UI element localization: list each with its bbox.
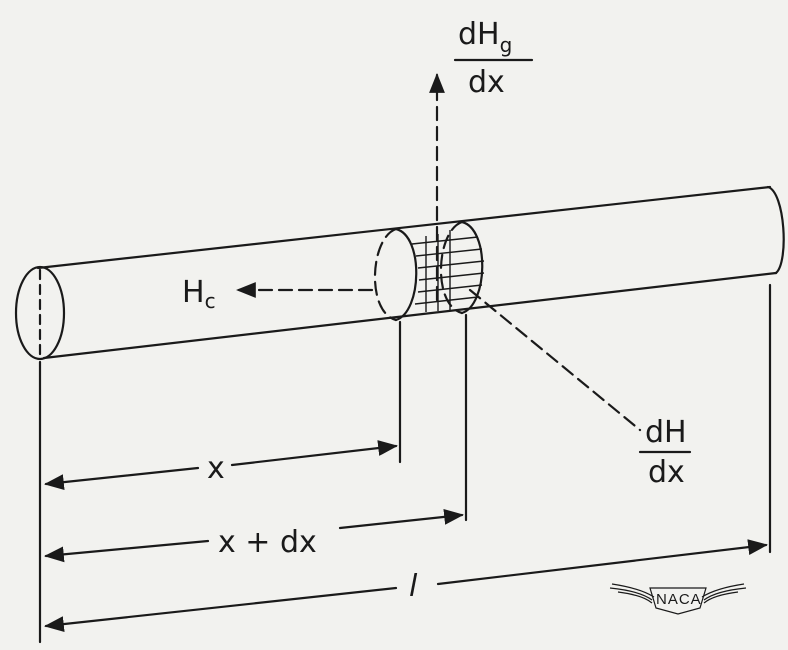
label-Hc: Hc (182, 275, 216, 313)
logo-left-wing (609, 583, 655, 604)
dim-x (44, 440, 398, 491)
slice-hatching (411, 230, 485, 312)
logo-right-wing (701, 583, 747, 604)
rod-top-edge (36, 185, 772, 270)
dim-length (44, 539, 768, 632)
slice-right-hidden-face (439, 220, 464, 315)
dim-x-plus-dx (44, 509, 464, 563)
rod-right-end (766, 185, 785, 275)
rod (14, 185, 785, 361)
label-length: l (409, 569, 418, 604)
label-dH-dx: dH dx (638, 415, 692, 490)
label-dHg-denominator: dx (468, 65, 505, 100)
label-x-plus-dx: x + dx (218, 525, 317, 560)
slice-left-hidden-face (373, 227, 398, 322)
label-x: x (207, 451, 225, 486)
label-dHg-dx: dHg dx (453, 17, 534, 100)
logo-emblem (649, 587, 707, 615)
slice-element (373, 220, 485, 322)
logo-text: NACA (656, 591, 702, 608)
label-dHg-numerator: dHg (458, 17, 512, 57)
slice-left-face (394, 227, 418, 322)
dH-leader (468, 288, 642, 432)
naca-logo: NACA (609, 583, 747, 615)
rod-bottom-edge (42, 271, 778, 360)
label-dH-numerator: dH (645, 415, 687, 450)
slice-right-face (460, 220, 484, 315)
label-dH-denominator: dx (648, 455, 685, 490)
